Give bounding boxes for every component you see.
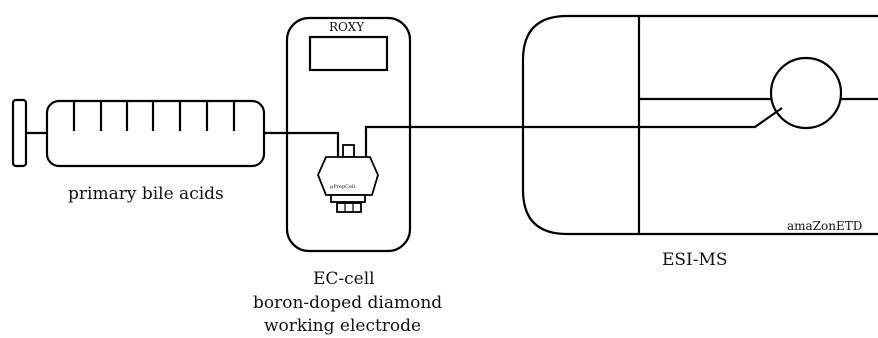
tubing-outlet xyxy=(364,107,783,157)
syringe-label: primary bile acids xyxy=(68,184,224,204)
syringe-graduations xyxy=(72,101,236,131)
prep-cell-label: μPrepCell xyxy=(330,184,356,190)
ms-ion-trap xyxy=(769,56,843,130)
roxy-display xyxy=(308,35,389,72)
ms-housing xyxy=(521,14,878,236)
ms-title-label: ESI-MS xyxy=(662,250,728,270)
prep-cell-connector xyxy=(336,202,362,213)
syringe-plunger-cap xyxy=(11,98,28,168)
syringe-barrel xyxy=(45,99,266,168)
ms-instrument xyxy=(521,14,878,236)
ec-cell-label-line3: working electrode xyxy=(264,316,422,336)
prep-cell-base xyxy=(330,194,366,203)
prep-cell xyxy=(317,144,379,213)
tubing-inlet xyxy=(264,131,340,157)
roxy-housing xyxy=(285,16,412,253)
ms-instrument-label: amaZonETD xyxy=(787,219,863,233)
roxy-unit xyxy=(285,16,412,253)
syringe xyxy=(11,98,266,168)
ec-cell-label-line1: EC-cell xyxy=(313,269,375,289)
prep-cell-body xyxy=(317,156,379,196)
ec-cell-label-line2: boron-doped diamond xyxy=(253,293,443,313)
roxy-label: ROXY xyxy=(329,20,365,34)
prep-cell-top-port xyxy=(342,144,355,158)
